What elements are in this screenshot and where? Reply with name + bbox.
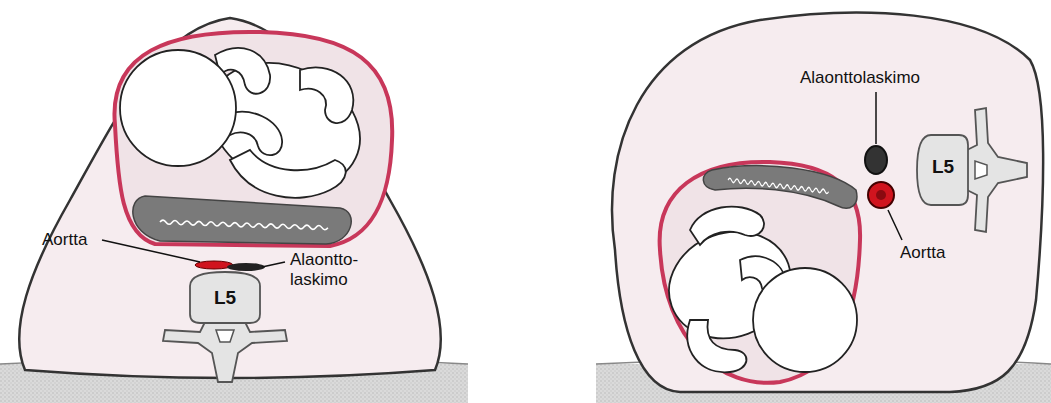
- vertebra: [917, 108, 1027, 232]
- vessel-label: Alaonttolaskimo: [800, 68, 920, 88]
- leader-line: [102, 240, 200, 262]
- vessel-label: Aortta: [900, 243, 945, 263]
- vertebra-label: L5: [932, 156, 954, 178]
- leader-line: [875, 92, 877, 144]
- vessel-label: Alaontto- laskimo: [290, 250, 378, 289]
- fetus: [654, 207, 857, 373]
- placenta: [703, 166, 857, 208]
- placenta: [133, 196, 351, 244]
- vertebra: [163, 272, 287, 382]
- vena-cava: [865, 146, 887, 174]
- abdomen-outline: [612, 13, 1043, 392]
- fetus: [120, 39, 380, 210]
- vena-cava: [227, 263, 265, 271]
- aorta: [195, 261, 233, 269]
- vessel-label: Aortta: [42, 230, 87, 250]
- leader-line: [262, 262, 285, 267]
- aorta: [868, 182, 894, 208]
- leader-line: [888, 210, 902, 240]
- vertebra-label: L5: [214, 287, 236, 309]
- uterus: [114, 32, 392, 246]
